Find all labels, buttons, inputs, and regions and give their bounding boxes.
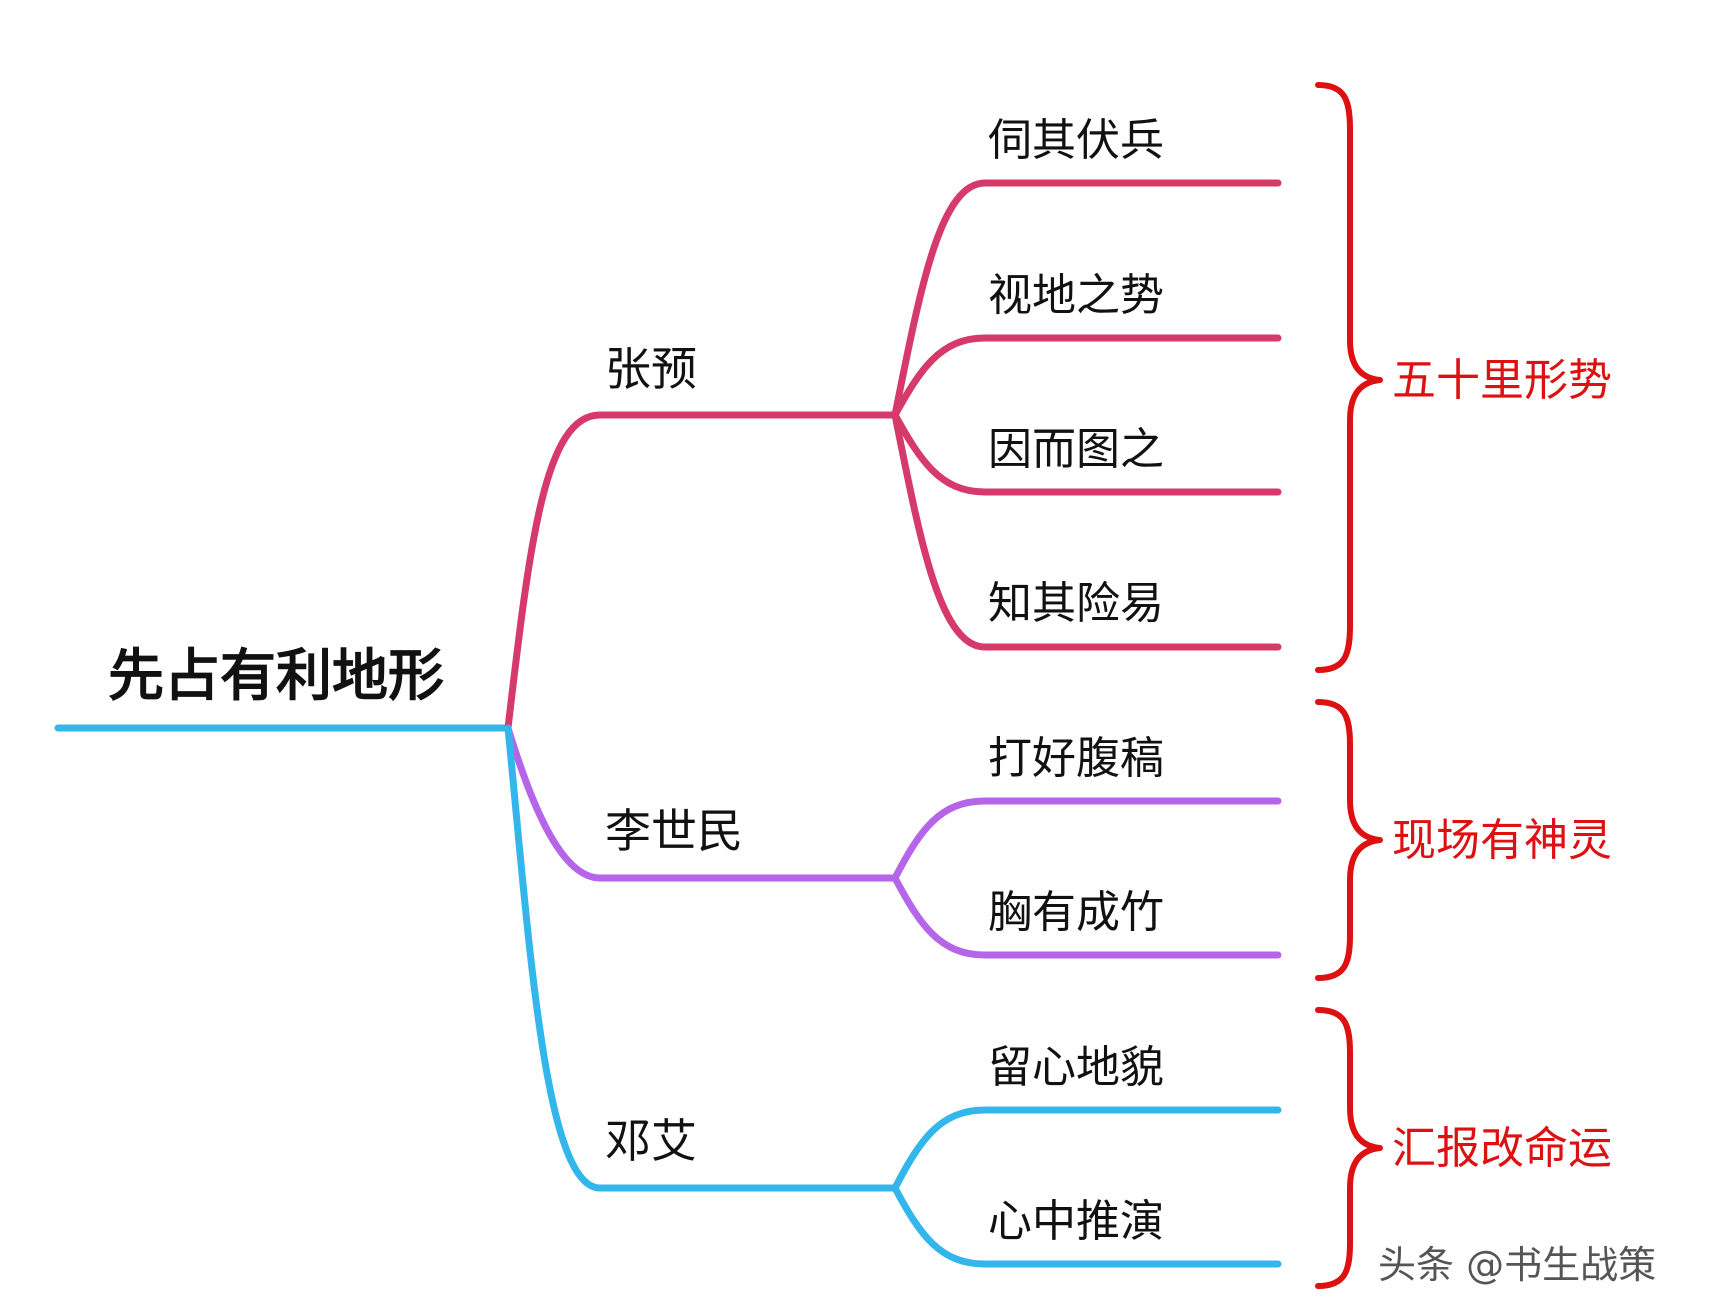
edge-root-to-lishimin <box>504 724 899 882</box>
edge-zhangyu-to-leaf-1 <box>891 179 1282 419</box>
watermark-text: 头条 @书生战策 <box>1378 1243 1656 1287</box>
edge-dengai-to-leaf-2 <box>891 1184 1282 1268</box>
group-label: 五十里形势 <box>1392 355 1612 406</box>
edge-zhangyu-to-leaf-4 <box>891 411 1282 651</box>
brace-group-2 <box>1315 699 1383 981</box>
group-label: 现场有神灵 <box>1392 815 1612 866</box>
branch-label-lishimin: 李世民 <box>605 804 743 858</box>
leaf-label: 打好腹稿 <box>988 733 1164 784</box>
root-title: 先占有利地形 <box>108 644 444 709</box>
leaf-label: 伺其伏兵 <box>988 115 1164 166</box>
brace-group-1 <box>1315 82 1383 673</box>
edge-dengai-to-leaf-1 <box>891 1106 1282 1192</box>
edge-lishimin-to-leaf-1 <box>891 797 1282 882</box>
group-label: 汇报改命运 <box>1392 1123 1612 1174</box>
branch-label-dengai: 邓艾 <box>605 1114 697 1168</box>
leaf-label: 心中推演 <box>988 1196 1164 1247</box>
leaf-label: 胸有成竹 <box>988 887 1164 938</box>
edge-root-to-dengai <box>504 724 899 1192</box>
edge-zhangyu-to-leaf-3 <box>891 411 1282 496</box>
leaf-label: 知其险易 <box>988 578 1164 629</box>
edge-zhangyu-to-leaf-2 <box>891 334 1282 419</box>
leaf-label: 因而图之 <box>988 424 1164 475</box>
edge-root-to-zhangyu <box>504 411 899 732</box>
leaf-label: 视地之势 <box>988 270 1164 321</box>
leaf-label: 留心地貌 <box>988 1042 1164 1093</box>
branch-label-zhangyu: 张预 <box>605 342 697 396</box>
edge-lishimin-to-leaf-2 <box>891 874 1282 959</box>
brace-group-3 <box>1315 1007 1383 1289</box>
